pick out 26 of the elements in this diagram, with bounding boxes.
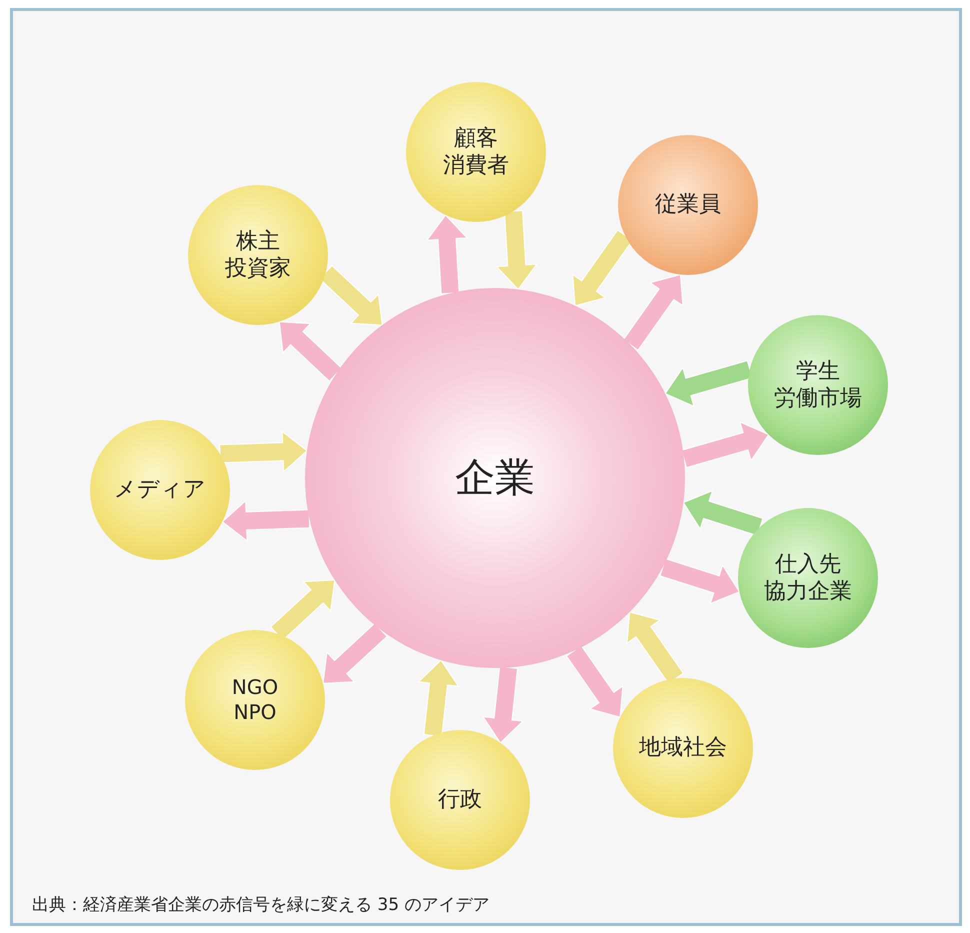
node-label: 学生労働市場 [774,358,862,412]
arrow [572,229,633,306]
arrow [664,360,753,408]
arrow [417,659,460,738]
node-label: メディア [114,476,206,504]
node-label: 顧客消費者 [443,124,509,180]
arrow [219,430,308,473]
arrow [622,274,684,351]
arrow [426,214,468,294]
node-label: 行政 [438,786,482,814]
arrow [322,622,388,684]
arrow [482,666,524,744]
arrow [566,645,624,718]
node-label: 仕入先協力企業 [764,550,852,606]
node-label: 株主投資家 [225,228,291,282]
caption: 出典：経済産業省企業の赤信号を緑に変える 35 のアイデア [32,894,490,916]
arrow [278,321,342,382]
node-label: 地域社会 [639,734,727,762]
node-label: 企業 [455,454,535,503]
node-label: NGO NPO [230,675,280,725]
node-label: 従業員 [655,191,721,219]
arrow [222,500,310,542]
arrow [682,490,764,536]
arrow [659,558,740,604]
arrow [680,421,770,468]
arrow [496,210,538,290]
